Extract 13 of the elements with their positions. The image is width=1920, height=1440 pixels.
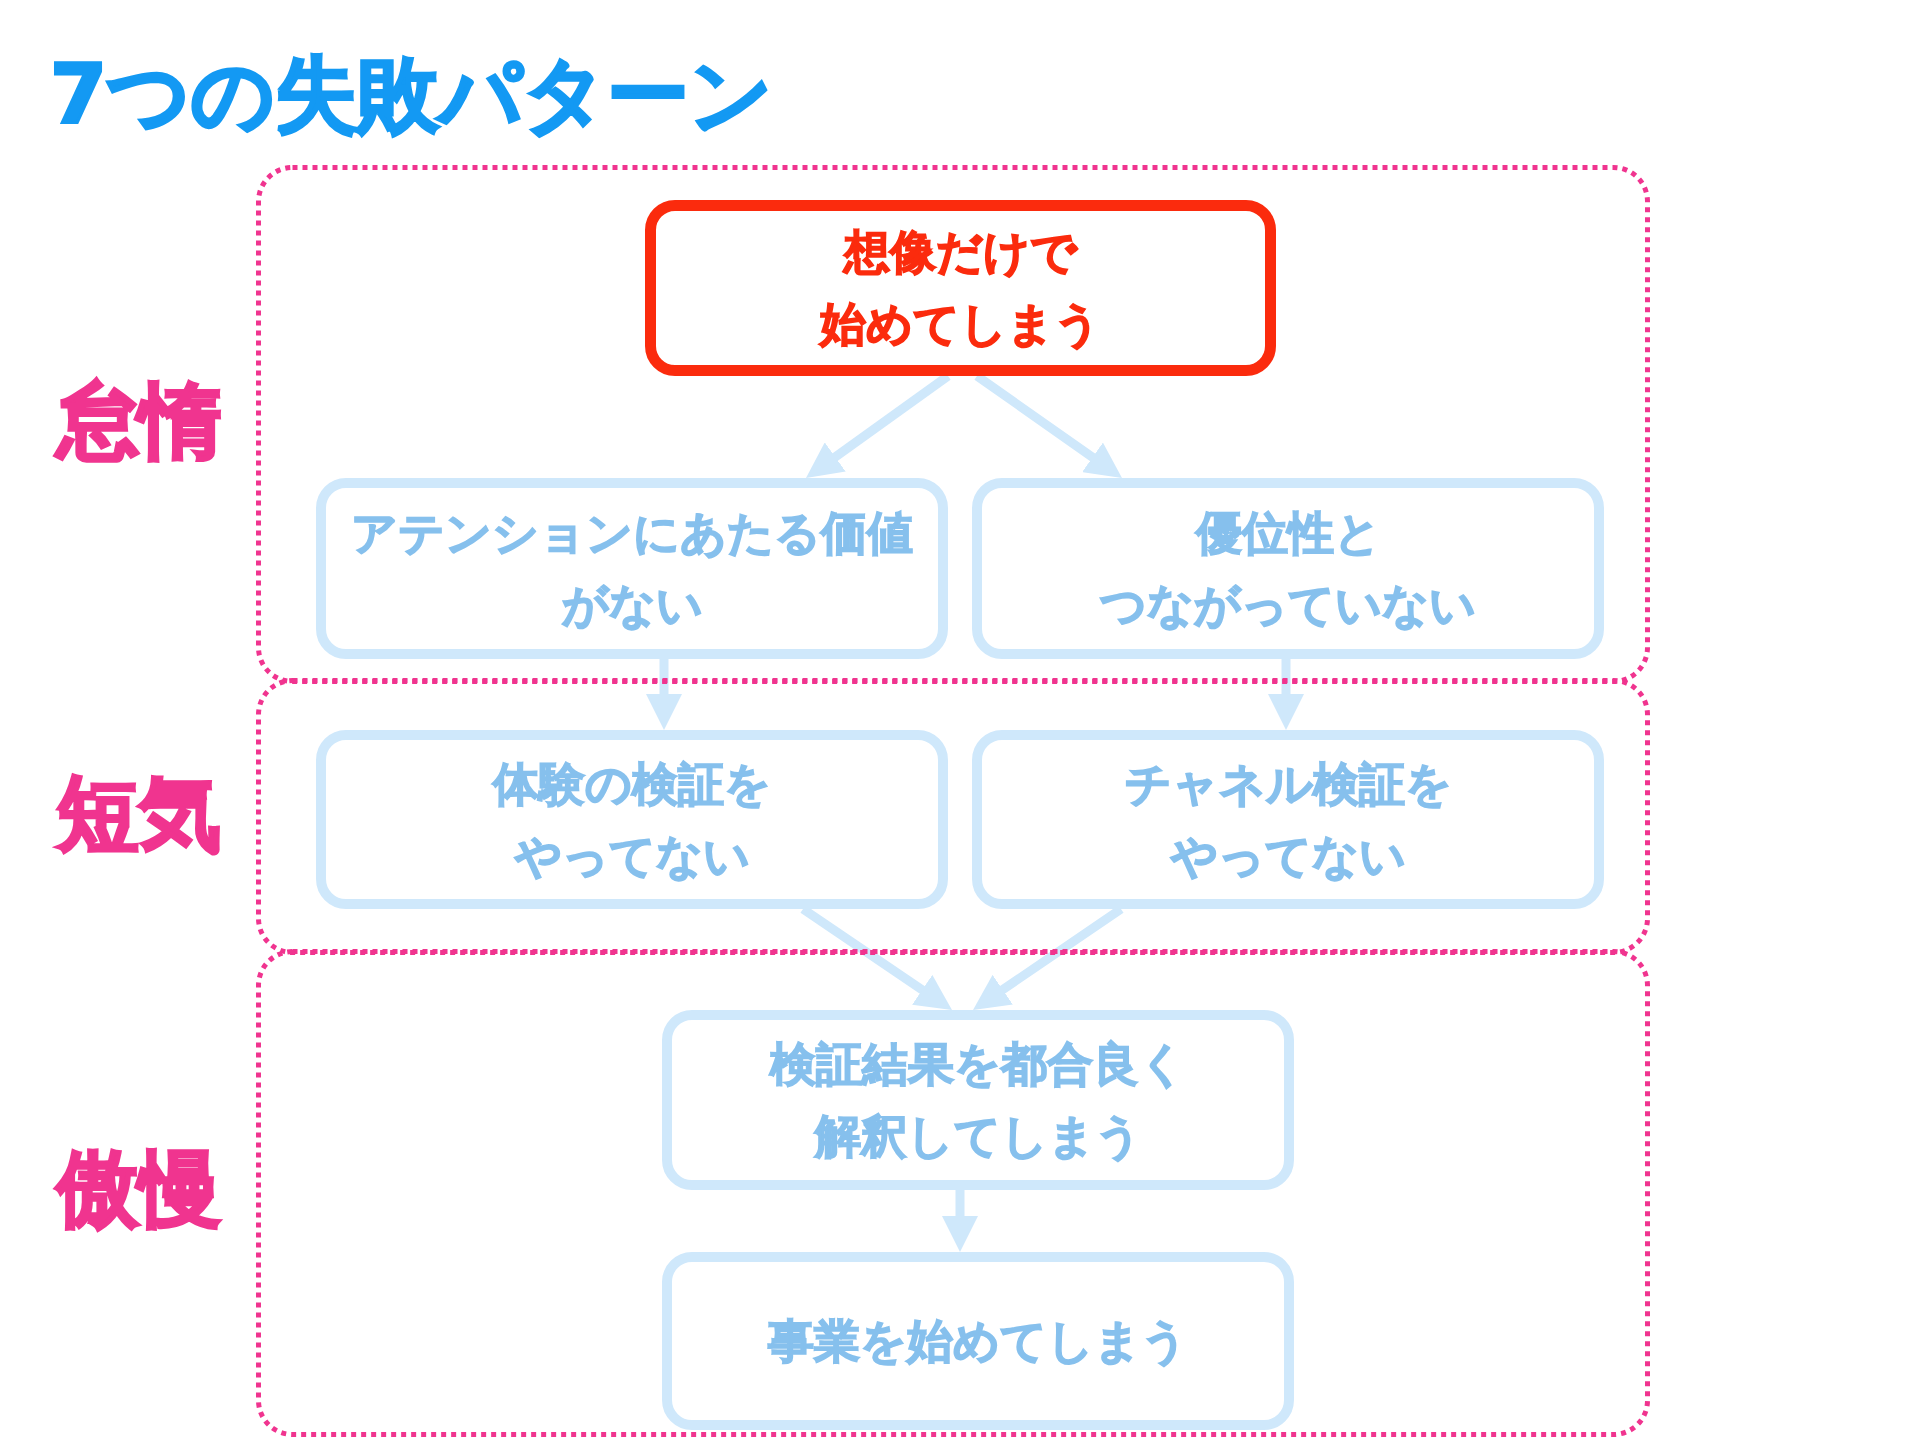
title: 7つの失敗パターン xyxy=(50,52,774,138)
category-label: 短気 xyxy=(57,770,221,858)
step-box: チャネル検証をやってない xyxy=(972,730,1604,909)
arrow xyxy=(646,659,682,730)
step-box: 優位性とつながっていない xyxy=(972,478,1604,659)
step-box: 検証結果を都合良く解釈してしまう xyxy=(662,1010,1294,1190)
step-box: アテンションにあたる価値がない xyxy=(316,478,948,659)
step-box: 想像だけで始めてしまう xyxy=(645,200,1276,376)
arrow xyxy=(1268,659,1304,730)
step-box: 事業を始めてしまう xyxy=(662,1252,1294,1430)
arrow xyxy=(942,1190,978,1252)
category-label: 傲慢 xyxy=(57,1145,221,1233)
step-box: 体験の検証をやってない xyxy=(316,730,948,909)
